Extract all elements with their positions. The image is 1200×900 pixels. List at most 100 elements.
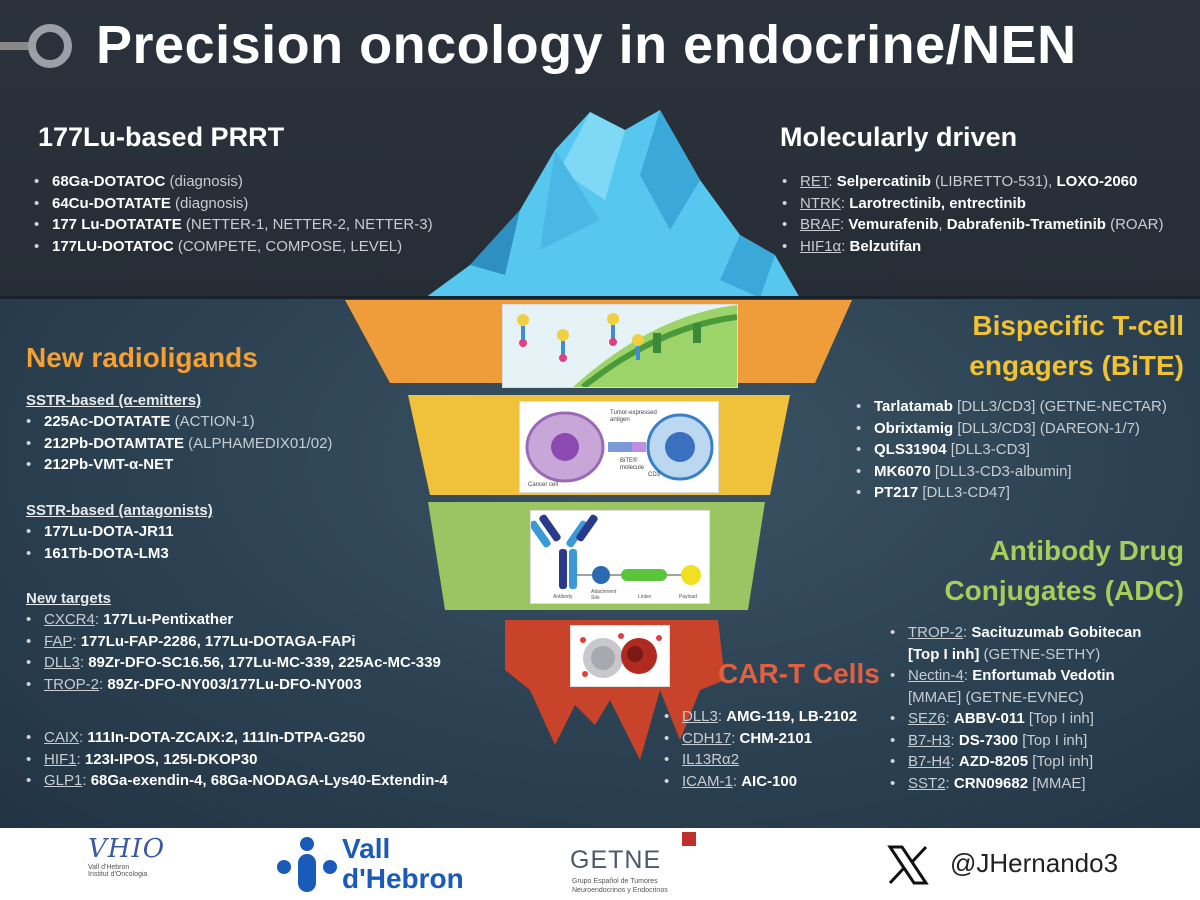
adc-item: SEZ6: ABBV-011 [Top I inh] (886, 708, 1141, 730)
item-detail: (NETTER-1, NETTER-2, NETTER-3) (181, 216, 433, 233)
bite-item: Obrixtamig [DLL3/CD3] (DAREON-1/7) (852, 418, 1167, 440)
molecular-list: RET: Selpercatinib (LIBRETTO-531), LOXO-… (778, 171, 1163, 257)
item-bold: 123I-IPOS, 125I-DKOP30 (84, 750, 258, 768)
cart-item: IL13Rα2 (660, 749, 857, 771)
drug-name: LOXO-2060 (1056, 173, 1138, 190)
radioligand-illustration (502, 304, 738, 388)
bite-item: Tarlatamab [DLL3/CD3] (GETNE-NECTAR) (852, 396, 1167, 418)
target-link: ICAM-1 (682, 772, 733, 790)
molecular-item: HIF1α: Belzutifan (778, 236, 1163, 258)
item-bold: QLS31904 (874, 441, 947, 458)
target-link: CAIX (44, 729, 80, 746)
drug-name: Belzutifan (849, 237, 922, 255)
target-link: FAP (44, 632, 73, 650)
antagonist-item: 161Tb-DOTA-LM3 (22, 543, 174, 565)
target-link: CDH17 (682, 729, 732, 747)
item-bold: 89Zr-DFO-NY003/177Lu-DFO-NY003 (107, 675, 362, 693)
molecular-item: BRAF: Vemurafenib, Dabrafenib-Trametinib… (778, 214, 1163, 236)
target-item: CAIX: 111In-DOTA-ZCAIX:2, 111In-DTPA-G25… (22, 727, 448, 749)
new-targets-header: New targets (26, 590, 112, 607)
iceberg-tip (425, 110, 800, 298)
item-detail: (ALPHAMEDIX01/02) (184, 434, 333, 452)
alpha-item: 212Pb-VMT-α-NET (22, 454, 332, 476)
separator: : (76, 750, 85, 768)
item-bold: AIC-100 (741, 772, 798, 790)
target-item: DLL3: 89Zr-DFO-SC16.56, 177Lu-MC-339, 22… (22, 652, 441, 674)
antagonists-list: 177Lu-DOTA-JR11 161Tb-DOTA-LM3 (22, 521, 174, 564)
bite-title-line1: Bispecific T-cell (972, 310, 1184, 341)
separator: : (79, 654, 89, 671)
antibody-label: Antibody (553, 594, 573, 600)
bite-item: QLS31904 [DLL3-CD3] (852, 439, 1167, 461)
item-detail: [DLL3-CD47] (918, 484, 1010, 501)
target-link: DLL3 (44, 654, 80, 671)
prrt-list: 68Ga-DOTATOC (diagnosis)64Cu-DOTATATE (d… (30, 171, 433, 257)
bite-item: MK6070 [DLL3-CD3-albumin] (852, 461, 1167, 483)
separator: : (963, 624, 972, 641)
alpha-item: 212Pb-DOTAMTATE (ALPHAMEDIX01/02) (22, 433, 332, 455)
separator: : (72, 632, 81, 650)
magnifier-icon (0, 24, 72, 68)
item-detail-line2: (GETNE-SETHY) (979, 645, 1101, 663)
separator: : (840, 216, 849, 233)
item-bold: DS-7300 (958, 731, 1019, 749)
twitter-handle[interactable]: @JHernando3 (950, 848, 1119, 878)
item-bold: 111In-DOTA-ZCAIX:2, 111In-DTPA-G250 (87, 729, 366, 746)
antagonists-header: SSTR-based (antagonists) (26, 502, 213, 519)
cart-illustration (570, 625, 670, 687)
item-detail: , (938, 216, 947, 233)
separator: : (945, 710, 954, 727)
target-link: GLP1 (44, 772, 83, 789)
separator: : (828, 173, 837, 190)
drug-name: Selpercatinib (836, 173, 931, 190)
adc-item: SST2: CRN09682 [MMAE] (886, 773, 1141, 795)
separator: : (731, 729, 740, 747)
linker-label: Linker (638, 594, 652, 600)
getne-text: GETNE (570, 846, 662, 874)
item-bold: ABBV-011 (953, 710, 1025, 727)
getne-sub-2: Neuroendocrinos y Endocrinos (572, 887, 668, 894)
item-detail: (ROAR) (1105, 216, 1164, 233)
x-logo-icon[interactable] (886, 843, 930, 887)
item-bold: 212Pb-VMT-α-NET (44, 456, 174, 473)
adc-illustration: Antibody Attachment Site Linker Payload (530, 510, 710, 604)
molecular-item: NTRK: Larotrectinib, entrectinib (778, 193, 1163, 215)
vall-hebron-logo: Vall d'Hebron (276, 834, 506, 896)
target-link: SST2 (908, 774, 946, 792)
target-link: B7-H3 (908, 731, 951, 749)
item-detail: (LIBRETTO-531), (930, 173, 1057, 190)
bite-molecule-label: BiTE® molecule (620, 458, 645, 471)
radioligand-molecules (517, 313, 644, 362)
prrt-title: 177Lu-based PRRT (38, 122, 285, 152)
item-bold: 177Lu-DOTA-JR11 (44, 523, 174, 540)
cart-title: CAR-T Cells (718, 658, 880, 689)
separator: : (963, 667, 973, 684)
target-link: SEZ6 (908, 710, 946, 727)
antibody-icon (531, 514, 598, 589)
vall-hebron-cross-icon (277, 837, 337, 892)
target-item: HIF1: 123I-IPOS, 125I-DKOP30 (22, 749, 448, 771)
target-link: RET (800, 173, 829, 190)
target-link: TROP-2 (908, 624, 964, 641)
getne-sub-1: Grupo Español de Tumores (572, 878, 658, 885)
molecular-item: RET: Selpercatinib (LIBRETTO-531), LOXO-… (778, 171, 1163, 193)
item-bold: 89Zr-DFO-SC16.56, 177Lu-MC-339, 225Ac-MC… (88, 654, 441, 671)
vhio-sub-1: Vall d'Hebron (88, 864, 130, 871)
cart-item: CDH17: CHM-2101 (660, 728, 857, 750)
prrt-item: 177 Lu-DOTATATE (NETTER-1, NETTER-2, NET… (30, 214, 433, 236)
separator: : (840, 194, 850, 212)
vall-hebron-line1: Vall (342, 833, 391, 864)
water-line (0, 296, 1200, 299)
item-bold: AZD-8205 (958, 753, 1029, 770)
item-detail: [MMAE] (1028, 774, 1086, 792)
item-bold: 68Ga-exendin-4, 68Ga-NODAGA-Lys40-Extend… (90, 772, 448, 789)
adc-item: B7-H3: DS-7300 [Top I inh] (886, 730, 1141, 752)
separator: : (82, 772, 91, 789)
vall-hebron-line2: d'Hebron (342, 863, 464, 894)
item-bold: 68Ga-DOTATOC (52, 173, 166, 190)
target-link: TROP-2 (44, 675, 100, 693)
target-link: DLL3 (682, 708, 718, 725)
alpha-header: SSTR-based (α-emitters) (26, 392, 202, 409)
item-detail-line2: [MMAE] (GETNE-EVNEC) (908, 688, 1084, 706)
